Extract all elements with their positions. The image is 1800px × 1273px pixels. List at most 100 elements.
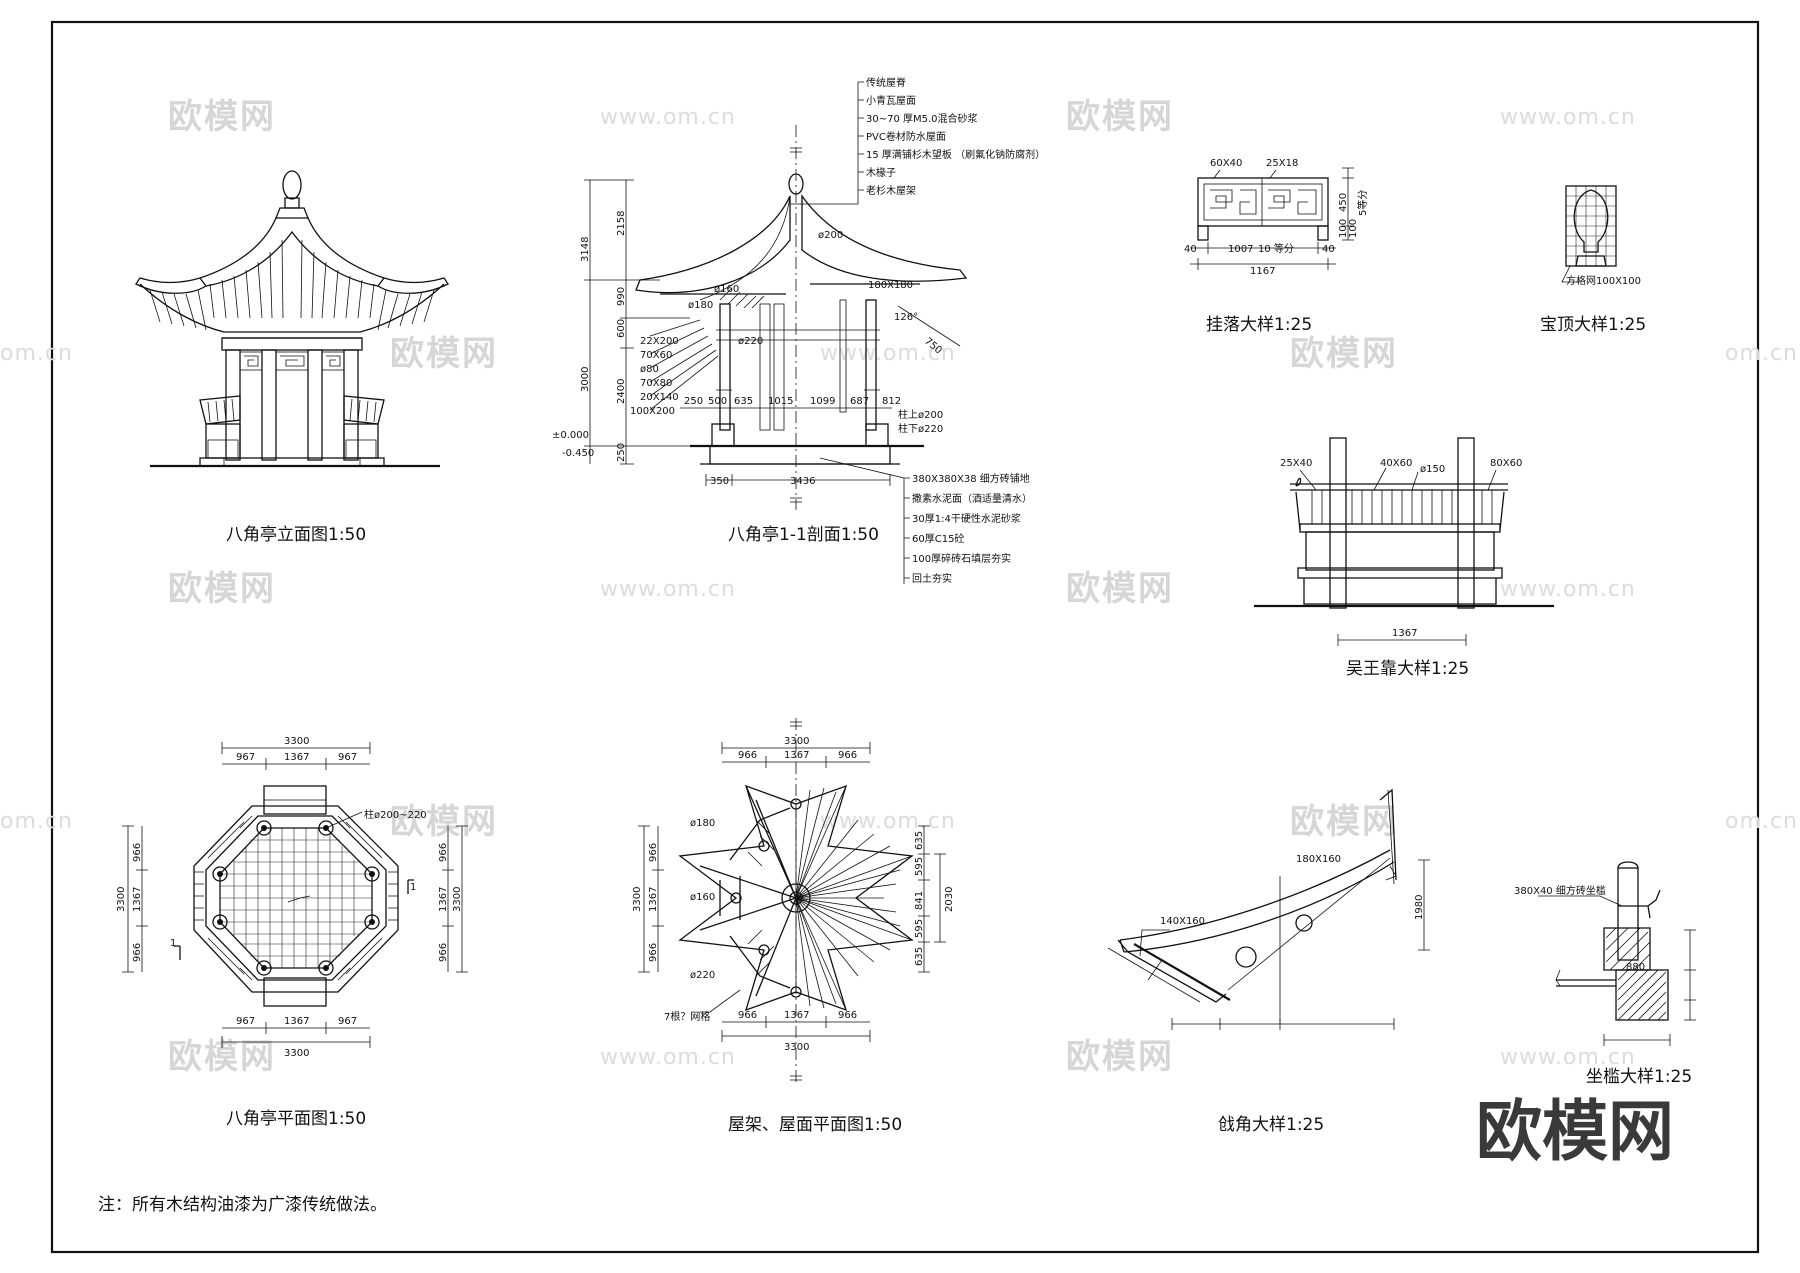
dim-label: 1167 xyxy=(1250,266,1275,277)
floor-layer: 60厚C15砼 xyxy=(912,532,964,545)
baoDing-drawing xyxy=(1561,185,1617,283)
dim-label: 500 xyxy=(708,396,727,407)
dim-label: 967 xyxy=(338,752,357,763)
watermark-brand: 欧模网 xyxy=(168,1037,276,1077)
dim-label: 25X18 xyxy=(1266,158,1298,169)
dim-label: 966 xyxy=(648,943,659,962)
dim-label: 1367 xyxy=(284,752,309,763)
dim-label: 3000 xyxy=(580,367,591,392)
dim-label: 966 xyxy=(438,943,449,962)
dim-label: 595 xyxy=(914,919,925,938)
plan-drawing xyxy=(122,742,468,1048)
dim-label: 2158 xyxy=(616,211,627,236)
watermark-url: www.om.cn xyxy=(820,809,956,834)
dim-label: 3148 xyxy=(580,237,591,262)
elevation-drawing xyxy=(135,170,449,468)
dim-label: 1367 xyxy=(438,887,449,912)
diameter-label: ø160 xyxy=(714,284,739,295)
dim-label: 966 xyxy=(648,843,659,862)
floor-layer: 100厚碎砖石填层夯实 xyxy=(912,552,1011,565)
dim-label: 990 xyxy=(616,287,627,306)
dim-label: 1015 xyxy=(768,396,793,407)
floor-layer: 30厚1:4干硬性水泥砂浆 xyxy=(912,512,1021,525)
dim-label: 380X40 细方砖坐槛 xyxy=(1514,884,1606,897)
dim-label: 3300 xyxy=(632,887,643,912)
dim-label: 635 xyxy=(734,396,753,407)
dim-label: 1367 xyxy=(648,887,659,912)
dim-label: 880 xyxy=(1626,962,1645,973)
watermark-url: om.cn xyxy=(1725,809,1798,834)
dim-label: 966 xyxy=(738,750,757,761)
section-dimensions: 3148 2158 990 600 3000 2400 250 ±0.000 -… xyxy=(552,211,944,487)
dim-label: 100 xyxy=(1348,219,1359,238)
column-label: 柱ø200~220 xyxy=(364,808,427,821)
watermark-url: www.om.cn xyxy=(1500,105,1636,130)
dim-label: 1007 xyxy=(1228,244,1253,255)
grid-label: 7根？网格 xyxy=(664,1010,710,1023)
roof-layer: 老杉木屋架 xyxy=(866,184,916,197)
floor-layer: 380X380X38 细方砖铺地 xyxy=(912,472,1030,485)
member-label: 70X60 xyxy=(640,350,672,361)
dim-label: 2400 xyxy=(616,379,627,404)
dim-label: 450 xyxy=(1338,193,1349,212)
dim-label: 60X40 xyxy=(1210,158,1242,169)
dim-label: 967 xyxy=(236,752,255,763)
watermark-brand: 欧模网 xyxy=(390,334,498,374)
plan-dims: 3300 967 1367 967 967 1367 967 3300 3300… xyxy=(116,736,463,1059)
dim-label: 3300 xyxy=(284,736,309,747)
dim-label: 812 xyxy=(882,396,901,407)
member-label: 20X140 xyxy=(640,392,679,403)
plan-title: 八角亭平面图1:50 xyxy=(226,1109,366,1129)
watermark-url: www.om.cn xyxy=(1500,1045,1636,1070)
dim-label: 1367 xyxy=(132,887,143,912)
roof-layer: 15 厚满铺杉木望板 （刷氟化钠防腐剂） xyxy=(866,148,1045,161)
baoDing-label: 方格网100X100 xyxy=(1566,274,1641,287)
dim-label: 966 xyxy=(438,843,449,862)
watermark-url: om.cn xyxy=(0,809,73,834)
dim-label: 25X40 xyxy=(1280,458,1312,469)
diameter-label: ø200 xyxy=(818,230,843,241)
dim-label: 1099 xyxy=(810,396,835,407)
dim-label: 3300 xyxy=(284,1048,309,1059)
watermark-brand: 欧模网 xyxy=(168,569,276,609)
dim-label: 2030 xyxy=(944,887,955,912)
dim-label: 1980 xyxy=(1414,895,1425,920)
dim-label: 350 xyxy=(710,476,729,487)
dim-label: 635 xyxy=(914,947,925,966)
watermark-brand: 欧模网 xyxy=(168,97,276,137)
member-label: 100X200 xyxy=(630,406,675,417)
dim-label: 1367 xyxy=(284,1016,309,1027)
dim-label: 80X60 xyxy=(1490,458,1522,469)
wuWangKao-dims: 25X40 40X60 ø150 80X60 1367 xyxy=(1280,458,1522,639)
dim-label: 966 xyxy=(838,1010,857,1021)
sheet-border xyxy=(50,20,1760,1254)
dim-label: 966 xyxy=(838,750,857,761)
roof-layer: 木椽子 xyxy=(866,166,896,179)
guaLuo-drawing xyxy=(1190,167,1354,270)
dim-label: 1367 xyxy=(1392,628,1417,639)
floor-layer: 撒素水泥面（酒适量清水） xyxy=(912,492,1032,505)
elevation-title: 八角亭立面图1:50 xyxy=(226,525,366,545)
roof-plan-dims: 3300 966 1367 966 966 1367 966 3300 3300… xyxy=(632,736,955,1053)
column-label: 柱上ø200 xyxy=(898,408,943,421)
section-title: 八角亭1-1剖面1:50 xyxy=(728,525,879,545)
dim-label: 5等分 xyxy=(1356,190,1369,216)
dim-label: 250 xyxy=(684,396,703,407)
baoDing-title: 宝顶大样1:25 xyxy=(1540,315,1646,335)
dim-label: 10 等分 xyxy=(1258,242,1294,255)
dim-label: 250 xyxy=(616,443,627,462)
dim-label: 3300 xyxy=(784,736,809,747)
dim-label: 687 xyxy=(850,396,869,407)
watermark-brand: 欧模网 xyxy=(1066,97,1174,137)
member-label: 22X200 xyxy=(640,336,679,347)
brand-logo: 欧模网 xyxy=(1476,1093,1674,1170)
diameter-label: ø220 xyxy=(738,336,763,347)
diameter-label: ø220 xyxy=(690,970,715,981)
dim-label: 595 xyxy=(914,857,925,876)
watermark-url: www.om.cn xyxy=(600,577,736,602)
column-label: 柱下ø220 xyxy=(898,422,943,435)
guaLuo-title: 挂落大样1:25 xyxy=(1206,315,1312,335)
section-drawing xyxy=(584,81,968,584)
watermark-brand: 欧模网 xyxy=(1290,802,1398,842)
